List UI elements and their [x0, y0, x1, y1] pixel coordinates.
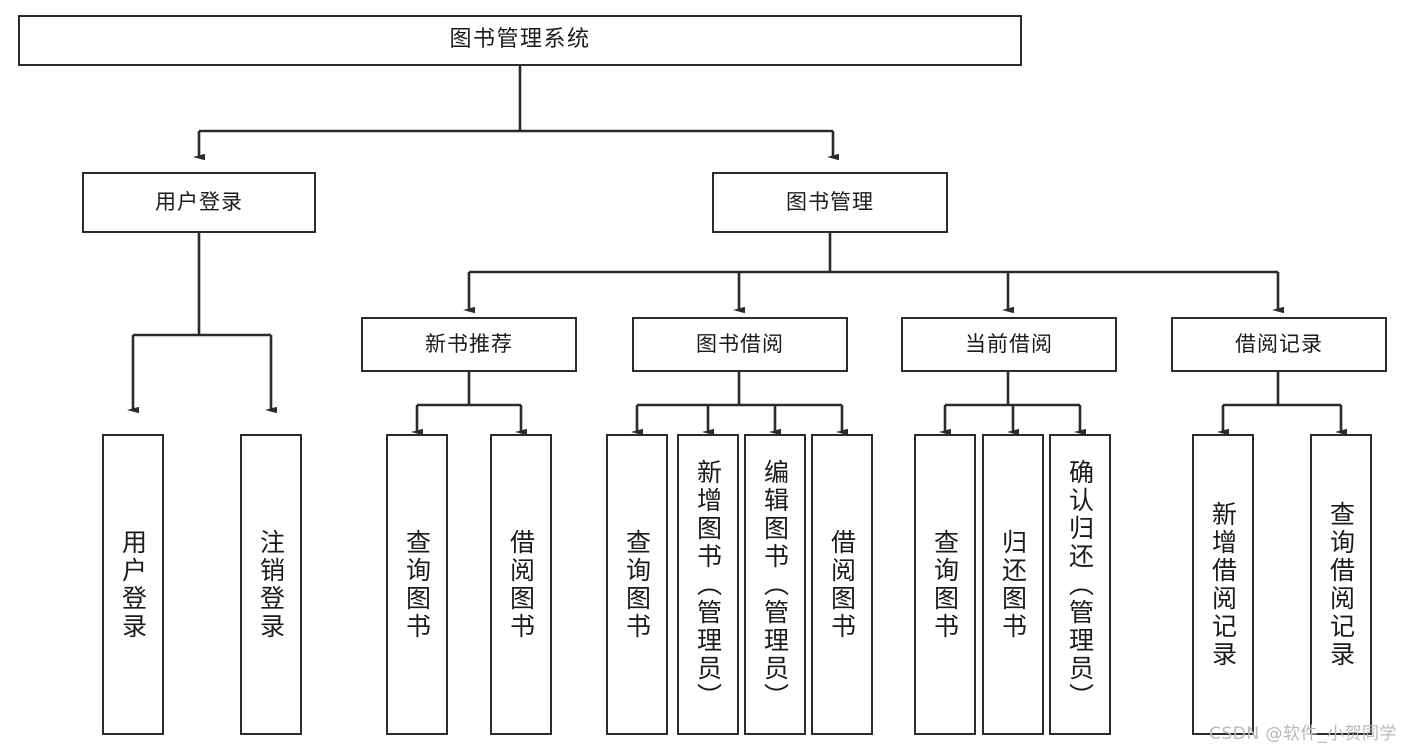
node-new-book-recommend[interactable]: 新书推荐: [361, 317, 577, 372]
leaf-borrow-book-recommend-label: 借阅图书: [506, 528, 536, 641]
node-book-manage[interactable]: 图书管理: [712, 172, 948, 233]
node-book-borrow-label: 图书借阅: [696, 331, 784, 356]
node-current-borrow[interactable]: 当前借阅: [901, 317, 1117, 372]
node-new-book-recommend-label: 新书推荐: [425, 331, 513, 356]
leaf-add-book[interactable]: 新增图书（管理员）: [677, 434, 739, 735]
node-book-manage-label: 图书管理: [786, 189, 874, 214]
node-borrow-record[interactable]: 借阅记录: [1171, 317, 1387, 372]
node-book-borrow[interactable]: 图书借阅: [632, 317, 848, 372]
leaf-borrow-book-recommend[interactable]: 借阅图书: [490, 434, 552, 735]
leaf-edit-book[interactable]: 编辑图书（管理员）: [744, 434, 806, 735]
node-root[interactable]: 图书管理系统: [18, 15, 1022, 66]
csdn-watermark: CSDN @软件_小贺同学: [1209, 724, 1397, 744]
leaf-confirm-return[interactable]: 确认归还（管理员）: [1049, 434, 1111, 735]
leaf-query-book-recommend[interactable]: 查询图书: [386, 434, 448, 735]
leaf-user-login[interactable]: 用户登录: [102, 434, 164, 735]
leaf-borrow-book[interactable]: 借阅图书: [811, 434, 873, 735]
leaf-query-book-current-label: 查询图书: [930, 528, 960, 641]
leaf-return-book[interactable]: 归还图书: [982, 434, 1044, 735]
leaf-logout[interactable]: 注销登录: [240, 434, 302, 735]
leaf-query-book-borrow[interactable]: 查询图书: [606, 434, 668, 735]
leaf-user-login-label: 用户登录: [118, 528, 148, 641]
leaf-query-book-current[interactable]: 查询图书: [914, 434, 976, 735]
node-user-login-label: 用户登录: [155, 189, 243, 214]
leaf-edit-book-label: 编辑图书（管理员）: [760, 458, 790, 711]
node-user-login[interactable]: 用户登录: [82, 172, 316, 233]
leaf-logout-label: 注销登录: [256, 528, 286, 641]
leaf-query-book-recommend-label: 查询图书: [402, 528, 432, 641]
node-current-borrow-label: 当前借阅: [965, 331, 1053, 356]
leaf-query-book-borrow-label: 查询图书: [622, 528, 652, 641]
node-borrow-record-label: 借阅记录: [1235, 331, 1323, 356]
leaf-add-borrow-record-label: 新增借阅记录: [1208, 500, 1238, 669]
leaf-query-borrow-record[interactable]: 查询借阅记录: [1310, 434, 1372, 735]
leaf-add-borrow-record[interactable]: 新增借阅记录: [1192, 434, 1254, 735]
leaf-return-book-label: 归还图书: [998, 528, 1028, 641]
node-root-label: 图书管理系统: [449, 27, 591, 53]
leaf-add-book-label: 新增图书（管理员）: [693, 458, 723, 711]
leaf-borrow-book-label: 借阅图书: [827, 528, 857, 641]
leaf-query-borrow-record-label: 查询借阅记录: [1326, 500, 1356, 669]
leaf-confirm-return-label: 确认归还（管理员）: [1065, 458, 1095, 711]
